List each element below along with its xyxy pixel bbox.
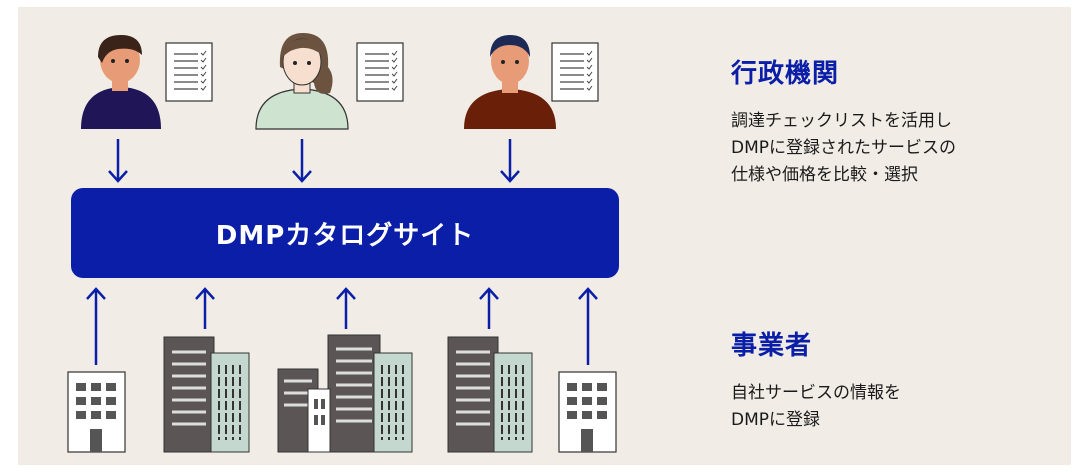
diagram-canvas: DMPカタログサイト 行政機関 調達チェックリストを活用し DMPに登録されたサ… [18, 7, 1071, 465]
small-office-building-1-icon [67, 371, 126, 453]
government-description: 調達チェックリストを活用し DMPに登録されたサービスの 仕様や価格を比較・選択 [731, 108, 956, 189]
dmp-catalog-site-label: DMPカタログサイト [215, 220, 475, 251]
business-section: 事業者 自社サービスの情報を DMPに登録 [731, 325, 901, 434]
down-arrow-3-icon [500, 139, 520, 183]
up-arrow-5-icon [578, 287, 598, 365]
government-title: 行政機関 [731, 59, 840, 89]
business-desc-line-2: DMPに登録 [731, 410, 821, 430]
up-arrow-2-icon [195, 287, 215, 329]
up-arrow-1-icon [86, 287, 106, 365]
official-person-3-icon [464, 35, 556, 129]
business-title: 事業者 [731, 331, 813, 361]
down-arrow-2-icon [292, 139, 312, 183]
small-office-building-5-icon [558, 371, 617, 453]
business-desc-line-1: 自社サービスの情報を [731, 383, 901, 403]
checklist-document-1-icon [165, 42, 213, 102]
official-person-2-icon [255, 33, 349, 130]
dmp-catalog-site-box: DMPカタログサイト [71, 188, 619, 278]
business-description: 自社サービスの情報を DMPに登録 [731, 380, 901, 434]
office-tower-4-icon [447, 336, 533, 453]
down-arrow-1-icon [108, 139, 128, 183]
government-desc-line-1: 調達チェックリストを活用し [731, 111, 952, 131]
government-section: 行政機関 調達チェックリストを活用し DMPに登録されたサービスの 仕様や価格を… [731, 53, 956, 189]
government-desc-line-2: DMPに登録されたサービスの [731, 138, 957, 158]
up-arrow-4-icon [479, 287, 499, 329]
checklist-document-2-icon [356, 42, 404, 102]
procurement-flow-diagram [67, 33, 617, 453]
government-desc-line-3: 仕様や価格を比較・選択 [731, 165, 918, 185]
office-tower-2-icon [163, 336, 250, 453]
official-person-1-icon [81, 35, 161, 129]
checklist-document-3-icon [551, 42, 599, 102]
office-cluster-3-icon [277, 334, 413, 453]
up-arrow-3-icon [336, 287, 356, 329]
